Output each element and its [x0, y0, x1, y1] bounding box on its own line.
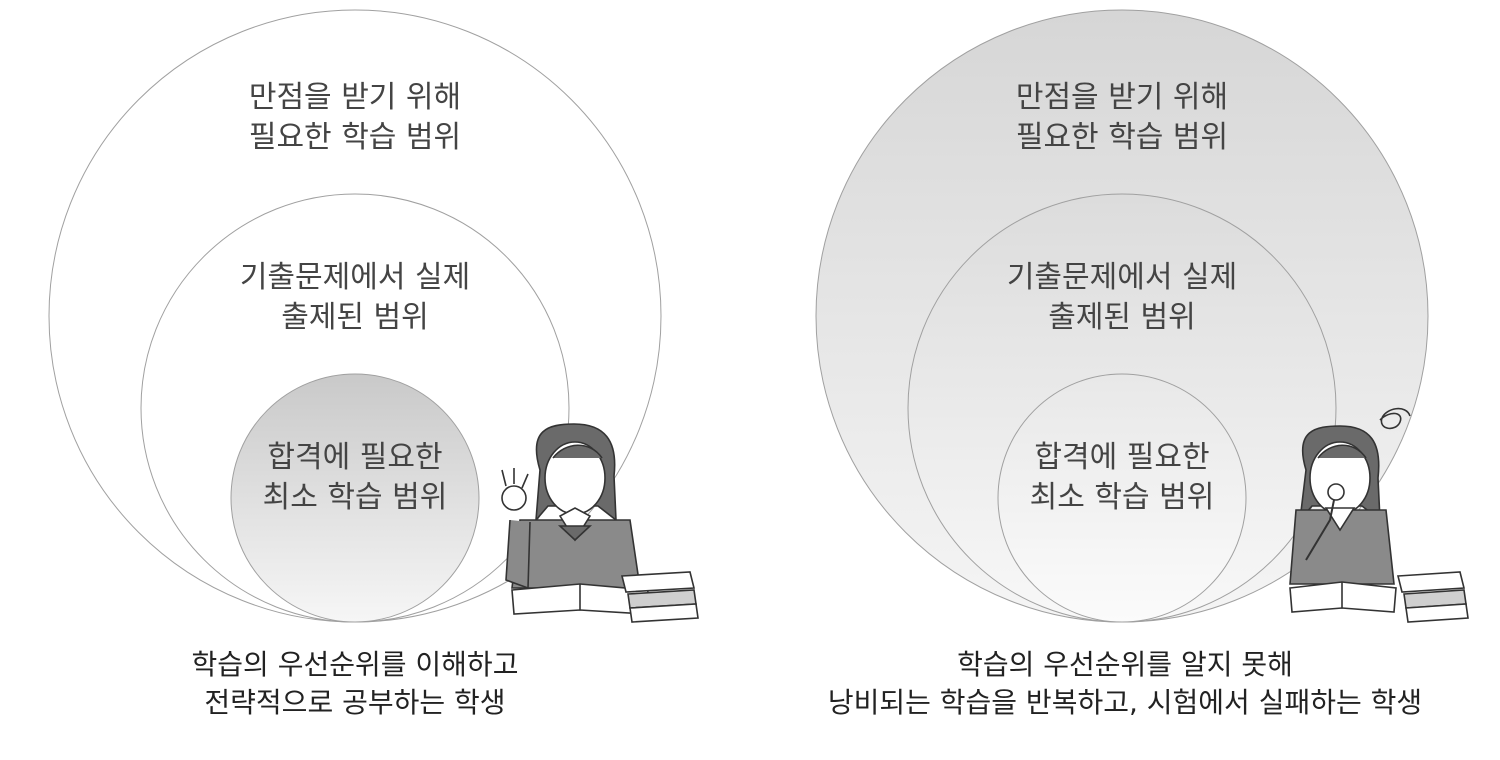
right-caption-line2: 낭비되는 학습을 반복하고, 시험에서 실패하는 학생 — [827, 686, 1423, 719]
left-caption: 학습의 우선순위를 이해하고 전략적으로 공부하는 학생 — [55, 646, 655, 722]
left-inner-line2: 최소 학습 범위 — [262, 480, 448, 515]
right-panel: 만점을 받기 위해 필요한 학습 범위 기출문제에서 실제 출제된 범위 합격에… — [750, 0, 1500, 760]
right-outer-line2: 필요한 학습 범위 — [1015, 120, 1229, 155]
left-middle-label: 기출문제에서 실제 출제된 범위 — [155, 258, 555, 338]
left-outer-label: 만점을 받기 위해 필요한 학습 범위 — [155, 78, 555, 158]
right-inner-line1: 합격에 필요한 — [1034, 440, 1210, 475]
student-confused-icon — [1289, 407, 1469, 623]
right-middle-label: 기출문제에서 실제 출제된 범위 — [922, 258, 1322, 338]
right-middle-line2: 출제된 범위 — [1048, 300, 1196, 335]
student-ok-gesture-icon — [501, 423, 699, 623]
left-diagram — [48, 9, 699, 623]
left-inner-circle — [230, 373, 480, 623]
left-caption-line1: 학습의 우선순위를 이해하고 — [191, 648, 519, 681]
left-outer-line2: 필요한 학습 범위 — [248, 120, 462, 155]
right-diagram — [815, 9, 1469, 623]
left-outer-line1: 만점을 받기 위해 — [248, 80, 462, 115]
right-caption-line1: 학습의 우선순위를 알지 못해 — [957, 648, 1293, 681]
right-inner-circle — [997, 373, 1247, 623]
right-inner-label: 합격에 필요한 최소 학습 범위 — [922, 438, 1322, 518]
left-caption-line2: 전략적으로 공부하는 학생 — [204, 686, 506, 719]
right-outer-label: 만점을 받기 위해 필요한 학습 범위 — [922, 78, 1322, 158]
right-inner-line2: 최소 학습 범위 — [1029, 480, 1215, 515]
left-inner-line1: 합격에 필요한 — [267, 440, 443, 475]
right-outer-line1: 만점을 받기 위해 — [1015, 80, 1229, 115]
left-middle-line1: 기출문제에서 실제 — [239, 260, 471, 295]
right-caption: 학습의 우선순위를 알지 못해 낭비되는 학습을 반복하고, 시험에서 실패하는… — [760, 646, 1490, 722]
left-panel: 만점을 받기 위해 필요한 학습 범위 기출문제에서 실제 출제된 범위 합격에… — [48, 9, 699, 722]
right-middle-line1: 기출문제에서 실제 — [1006, 260, 1238, 295]
left-middle-line2: 출제된 범위 — [281, 300, 429, 335]
left-inner-label: 합격에 필요한 최소 학습 범위 — [155, 438, 555, 518]
